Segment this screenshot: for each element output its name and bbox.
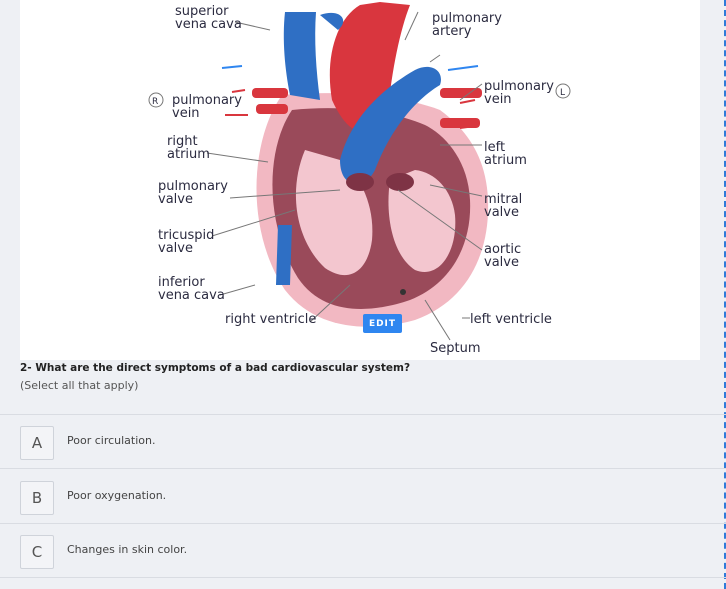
label-aortic-valve-1: aortic (484, 242, 521, 257)
label-pulmonary-artery-2: artery (432, 24, 472, 39)
option-c[interactable]: C Changes in skin color. (0, 523, 720, 577)
label-tricuspid-valve-2: valve (158, 241, 193, 256)
label-aortic-valve-2: valve (484, 255, 519, 270)
divider (0, 577, 726, 578)
label-badge-l: L (560, 88, 565, 98)
option-text: Poor circulation. (67, 434, 156, 447)
option-text: Poor oxygenation. (67, 489, 167, 502)
label-right-ventricle: right ventricle (225, 312, 316, 327)
label-pulmonary-vein-right-1: pulmonary (172, 93, 242, 108)
label-mitral-valve-1: mitral (484, 192, 522, 207)
aorta (329, 2, 410, 132)
question-hint: (Select all that apply) (20, 379, 139, 392)
label-left-atrium-2: atrium (484, 153, 527, 168)
label-right-atrium-1: right (167, 134, 198, 149)
label-badge-r: R (152, 97, 158, 107)
label-mitral-valve-2: valve (484, 205, 519, 220)
question-title: 2- What are the direct symptoms of a bad… (20, 362, 411, 374)
badge-l-icon (555, 83, 571, 99)
label-right-atrium-2: atrium (167, 147, 210, 162)
label-pulmonary-artery-1: pulmonary (432, 11, 502, 26)
badge-r-icon (148, 92, 164, 108)
divider (0, 523, 726, 524)
option-letter: A (20, 426, 54, 460)
label-left-ventricle: left ventricle (470, 312, 552, 327)
option-b[interactable]: B Poor oxygenation. (0, 469, 720, 523)
label-pulmonary-vein-left-1: pulmonary (484, 79, 554, 94)
pulmonary-artery (340, 66, 441, 184)
divider (0, 414, 726, 415)
superior-vena-cava (283, 12, 320, 100)
divider (0, 468, 726, 469)
label-inferior-vena-cava-2: vena cava (158, 288, 225, 303)
inferior-vena-cava (276, 225, 292, 285)
label-superior-vena-cava-2: vena cava (175, 17, 242, 32)
option-text: Changes in skin color. (67, 543, 188, 556)
label-pulmonary-valve-2: valve (158, 192, 193, 207)
label-inferior-vena-cava-1: inferior (158, 275, 205, 290)
label-septum: Septum (430, 341, 481, 356)
edit-button[interactable]: EDIT (363, 314, 402, 333)
option-letter: B (20, 481, 54, 515)
heart-diagram: superior vena cava pulmonary artery R pu… (20, 0, 700, 360)
label-pulmonary-vein-right-2: vein (172, 106, 200, 121)
page-edge (721, 0, 726, 589)
label-tricuspid-valve-1: tricuspid (158, 228, 214, 243)
heart-illustration: superior vena cava pulmonary artery R pu… (148, 2, 571, 356)
label-pulmonary-vein-left-2: vein (484, 92, 512, 107)
option-a[interactable]: A Poor circulation. (0, 414, 720, 468)
label-pulmonary-valve-1: pulmonary (158, 179, 228, 194)
label-superior-vena-cava-1: superior (175, 4, 229, 19)
label-left-atrium-1: left (484, 140, 505, 155)
option-letter: C (20, 535, 54, 569)
